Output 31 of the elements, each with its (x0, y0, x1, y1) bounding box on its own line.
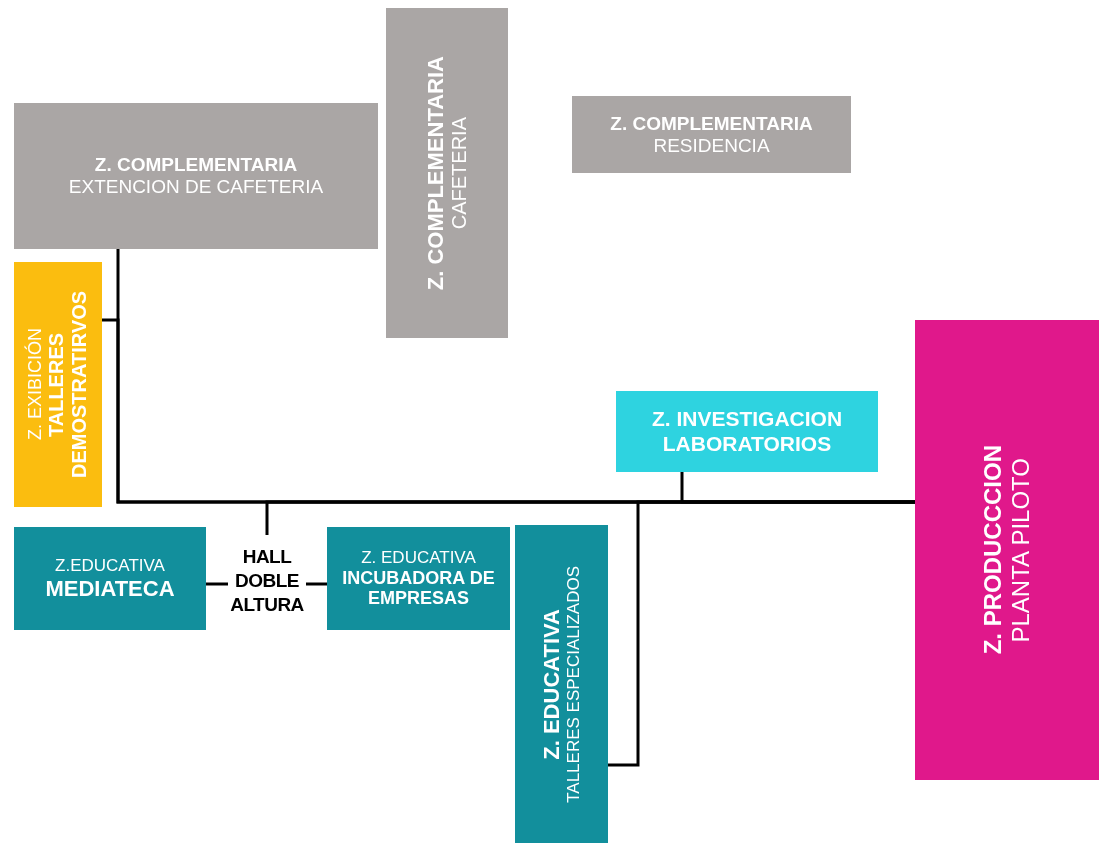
zone-text: RESIDENCIA (653, 134, 770, 157)
zone-box (14, 262, 102, 507)
zone-text: INCUBADORA DE EMPRESAS (341, 567, 496, 609)
hall-label: HALL DOBLE ALTURA (228, 535, 306, 627)
zone-box (14, 103, 378, 249)
zone-heading: Z. COMPLEMENTARIA (94, 154, 298, 176)
zone-box (616, 391, 878, 472)
zone-heading: Z. COMPLEMENTARIA (422, 55, 449, 291)
zone-text: TALLERES DEMOSTRATIRVOS (45, 289, 92, 481)
zone-box (327, 527, 510, 630)
zone-box (515, 525, 608, 843)
zone-heading: Z. EXIBICIÓN (24, 328, 46, 441)
zone-heading: Z.EDUCATIVA (55, 556, 165, 576)
zone-text: PLANTA PILOTO (1007, 457, 1035, 643)
zone-text: CAFETERIA (448, 116, 472, 230)
zone-heading: Z. PRODUCCCION (979, 445, 1007, 655)
zone-heading: Z. COMPLEMENTARIA (610, 112, 813, 135)
connector-line (206, 582, 228, 586)
zone-box (915, 320, 1099, 780)
zone-box (14, 527, 206, 630)
zone-heading: Z. EDUCATIVA (361, 548, 476, 568)
zone-heading: Z. EDUCATIVA (539, 608, 565, 760)
zone-heading: Z. INVESTIGACION (651, 407, 843, 432)
zone-box (386, 8, 508, 338)
connector-line (608, 500, 915, 767)
zone-text: TALLERES ESPECIALIZADOS (564, 565, 584, 803)
zone-text: EXTENCION DE CAFETERIA (68, 176, 324, 198)
zone-text: MEDIATECA (45, 575, 175, 601)
zone-text: LABORATORIOS (662, 431, 832, 456)
connector-line (306, 582, 327, 586)
zone-box (572, 96, 851, 173)
